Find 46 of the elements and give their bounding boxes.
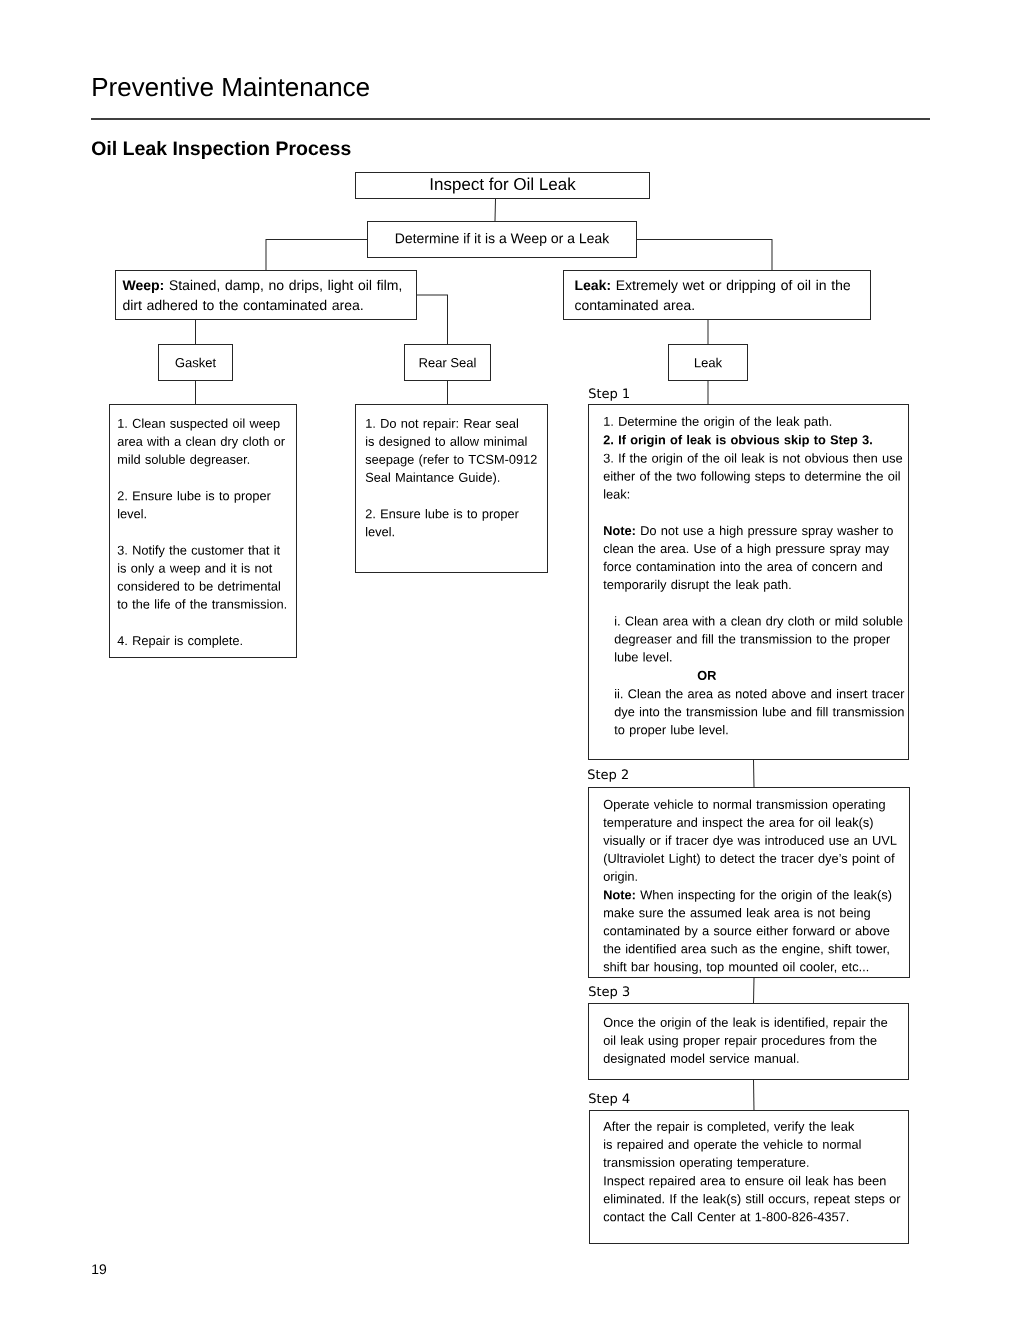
instruction-text: 3. If the origin of the oil leak is not obvious then use either of the two following steps to determine the oil leak: [603, 453, 903, 499]
page-number: 19 [92, 1264, 107, 1275]
instruction-text: 2. Ensure lube is to proper level. [365, 508, 519, 537]
instruction-text: ii. Clean the area as noted above and insert tracer dye into the transmission lube and fill transmission to proper lube level. [614, 688, 905, 737]
step-label: Step 3 [589, 986, 630, 999]
step-label: Step 2 [588, 769, 628, 782]
instruction-text: Inspect repaired area to ensure oil leak has been eliminated. If the leak(s) still occurs, repeat steps or contact the Call Center at 1-800-826-4357. [603, 1175, 901, 1222]
connector-line [753, 759, 755, 788]
connector-line [753, 1079, 755, 1111]
instruction-text: 1. Determine the origin of the leak path. [604, 416, 832, 429]
connector-line [447, 380, 448, 405]
instruction-box [109, 404, 297, 658]
section-title: Oil Leak Inspection Process [92, 140, 351, 160]
connector-line [265, 239, 368, 271]
condition-box: Leak: Extremely wet or dripping of oil in the contaminated area. [563, 270, 871, 320]
instruction-text: 4. Repair is complete. [117, 635, 242, 648]
connector-line [753, 977, 755, 1004]
instruction-text: 3. Notify the customer that it is only a weep and it is not considered to be detrimental to the life of the transmission. [117, 545, 287, 609]
connector-line [707, 380, 709, 405]
connector-line [195, 380, 196, 405]
instruction-text: 2. If origin of leak is obvious skip to Step 3. [603, 434, 872, 447]
connector-line [494, 198, 496, 222]
instruction-text: Note: When inspecting for the origin of the leak(s) make sure the assumed leak area is not being contaminated by a source either forward or above the identified area such as the engine, shift tower, shift bar housing, top mounted oil cooler, etc... [603, 889, 892, 974]
instruction-box [355, 404, 548, 573]
instruction-text: 2. Ensure lube is to proper level. [117, 490, 271, 519]
category-box: Leak [668, 344, 748, 381]
instruction-text: Operate vehicle to normal transmission operating temperature and inspect the area for oil leak(s) visually or if tracer dye was introduced use an UVL (Ultraviolet Light) to detect the tracer dye’s point of origin. [603, 799, 897, 884]
instruction-text: Once the origin of the leak is identified, repair the oil leak using proper repair procedures from the designated model service manual. [603, 1017, 888, 1066]
instruction-text: 1. Clean suspected oil weep area with a clean dry cloth or mild soluble degreaser. [117, 418, 285, 467]
process-box: Determine if it is a Weep or a Leak [367, 221, 637, 258]
instruction-text: i. Clean area with a clean dry cloth or mild soluble degreaser and fill the transmission to the proper lube level. [614, 616, 903, 662]
instruction-text: Note: Do not use a high pressure spray washer to clean the area. Use of a high pressure spray may force contamination into the area of concern and temporarily disrupt the leak path. [603, 525, 893, 592]
instruction-text: After the repair is completed, verify the leak is repaired and operate the vehicle to normal transmission operating temperature. [603, 1121, 861, 1170]
step-label: Step 4 [589, 1093, 630, 1106]
instruction-text: 1. Do not repair: Rear seal is designed to allow minimal seepage (refer to TCSM-0912 Seal Maintance Guide). [365, 418, 537, 485]
category-box: Rear Seal [404, 344, 491, 381]
category-box: Gasket [158, 344, 233, 381]
connector-line [636, 239, 773, 271]
step-label: Step 1 [589, 388, 629, 401]
connector-line [195, 319, 196, 345]
page-header: Preventive Maintenance [93, 77, 369, 97]
connector-line [707, 319, 709, 345]
condition-box: Weep: Stained, damp, no drips, light oil film, dirt adhered to the contaminated area. [115, 270, 417, 320]
connector-line [416, 294, 448, 345]
instruction-text: OR [697, 670, 717, 680]
process-box: Inspect for Oil Leak [355, 172, 650, 199]
